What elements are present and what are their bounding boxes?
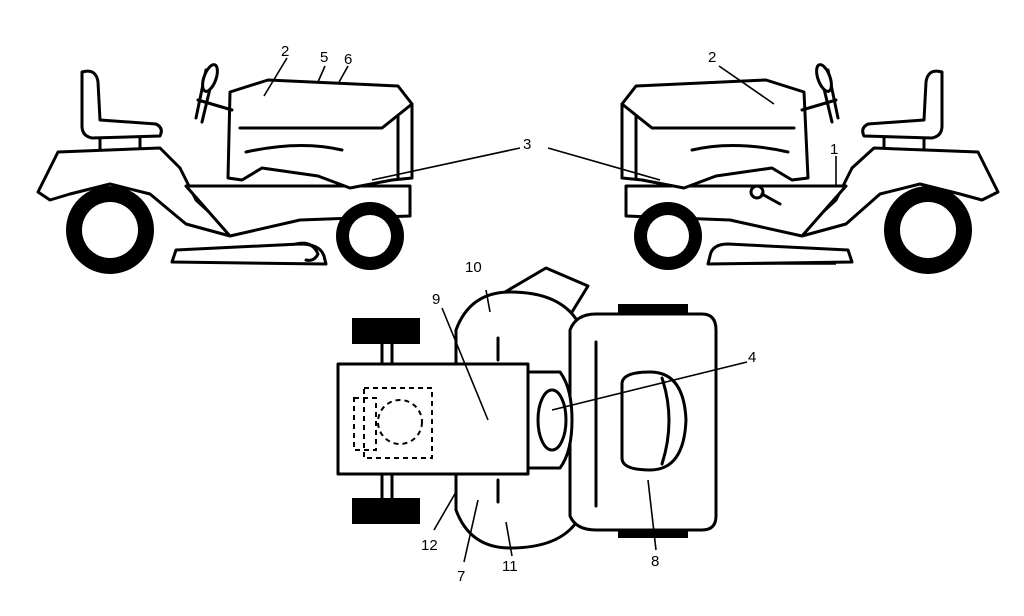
front-wheel-top-lower [352,498,420,524]
callout-7: 7 [457,568,465,585]
callout-11: 11 [502,558,518,575]
hood [226,78,414,190]
lift-lever-knob [749,184,765,200]
callout-9: 9 [432,291,440,308]
seat-top [620,370,688,472]
hood-right [620,78,810,190]
engine-outline [363,387,433,459]
callout-10: 10 [465,259,482,276]
steering-column-top [536,388,568,452]
front-wheel-top-upper [352,318,420,344]
callout-3: 3 [523,136,531,153]
seat [80,69,163,140]
callout-4: 4 [748,349,756,366]
leader-lines [263,57,837,563]
callout-numbers: 2 5 6 2 3 1 10 9 4 12 7 11 8 [281,43,838,585]
callout-2-right: 2 [708,49,716,66]
mower-deck [170,242,328,266]
callout-5: 5 [320,49,328,66]
right-side-view-tractor [620,63,1000,274]
callout-1: 1 [830,141,838,158]
left-side-view-tractor [36,63,414,274]
seat-right [861,69,944,140]
top-view-tractor [336,266,718,550]
callout-6: 6 [344,51,352,68]
callout-12: 12 [421,537,438,554]
mower-deck-right [706,242,854,266]
callout-8: 8 [651,553,659,570]
callout-2-left: 2 [281,43,289,60]
